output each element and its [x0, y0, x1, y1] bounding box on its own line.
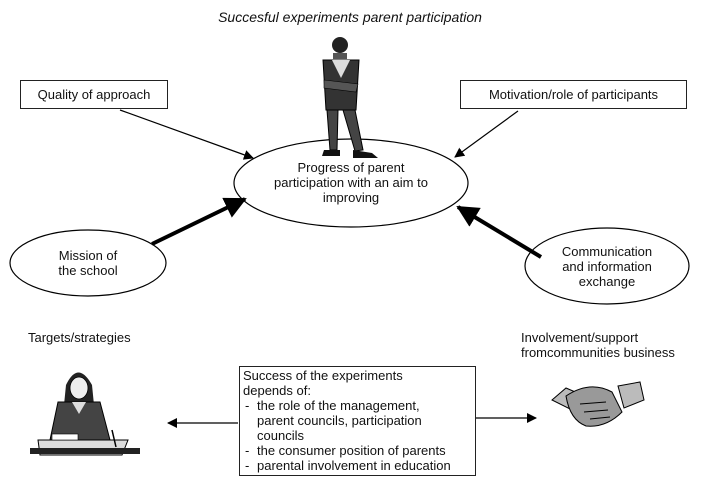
- success-item: the role of the management, parent counc…: [243, 398, 472, 443]
- success-item: parental involvement in education: [243, 458, 472, 473]
- mission-arrow: [151, 197, 247, 246]
- motivation-arrow: [454, 110, 519, 158]
- quality-box: Quality of approach: [20, 80, 168, 109]
- communication-ellipse-label: Communication and information exchange: [561, 244, 653, 289]
- communication-ellipse: [524, 227, 690, 305]
- standing-man-icon: [322, 37, 378, 158]
- motivation-label: Motivation/role of participants: [488, 87, 659, 102]
- success-item: the consumer position of parents: [243, 443, 472, 458]
- handshake-icon: [551, 381, 645, 427]
- success-list: the role of the management, parent counc…: [243, 398, 472, 473]
- quality-label: Quality of approach: [37, 87, 151, 102]
- motivation-box: Motivation/role of participants: [460, 80, 687, 109]
- communication-arrow: [456, 205, 543, 259]
- success-heading: Success of the experiments depends of:: [243, 368, 403, 398]
- involvement-label: Involvement/support fromcommunities busi…: [521, 330, 675, 360]
- diagram-title: Succesful experiments parent participati…: [218, 9, 482, 25]
- mission-ellipse: [9, 229, 167, 297]
- success-box: Success of the experiments depends of: t…: [239, 366, 476, 476]
- woman-at-desk-icon: [30, 372, 140, 456]
- targets-label: Targets/strategies: [28, 330, 131, 345]
- quality-arrow: [119, 109, 254, 160]
- center-ellipse-label: Progress of parent participation with an…: [274, 160, 428, 205]
- mission-ellipse-label: Mission of the school: [58, 248, 118, 278]
